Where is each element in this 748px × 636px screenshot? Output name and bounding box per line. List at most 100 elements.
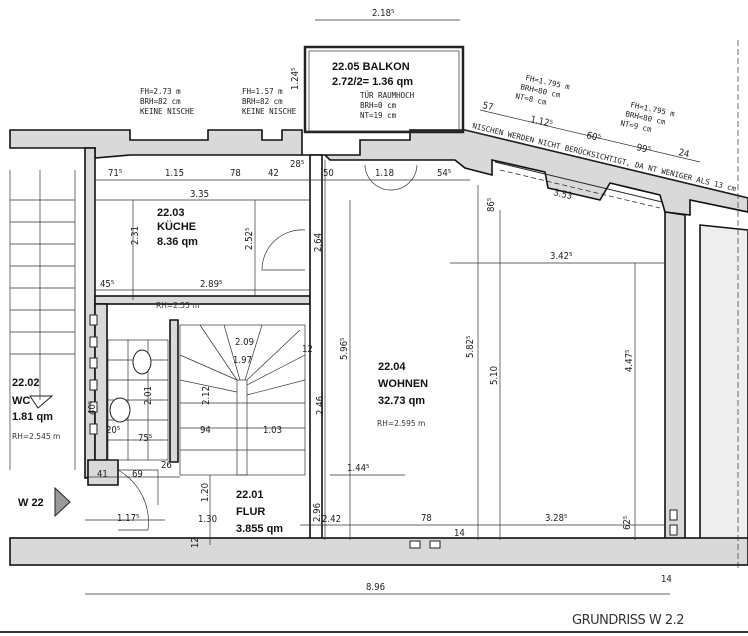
note-text: FH=2.73 m (140, 87, 181, 96)
dim-label: 12 (302, 344, 313, 355)
room-wc: 22.02 WC 1.81 qm RH=2.545 m (12, 377, 60, 441)
note-text: KEINE NISCHE (140, 107, 195, 116)
room-number: 22.02 (12, 377, 40, 389)
dim-label: 40⁵ (87, 400, 98, 415)
dim-label: 28⁵ (290, 159, 305, 170)
doors (117, 164, 418, 531)
dim-label: 1.12⁵ (529, 114, 554, 130)
room-balkon: 22.05 BALKON 2.72/2= 1.36 qm TÜR RAUMHOC… (332, 61, 415, 120)
dim-label: 75⁵ (138, 433, 153, 444)
dim-label: 78 (421, 513, 432, 524)
dim-label: 5.82⁵ (465, 335, 476, 358)
dim-label: 2.18⁵ (372, 8, 395, 19)
right-room-wall (699, 224, 748, 541)
room-height: RH=2.545 m (12, 432, 60, 441)
stair-wall (169, 319, 179, 463)
room-label: 22.05 BALKON (332, 61, 410, 73)
dim-label: 4.47⁵ (624, 349, 635, 372)
dim-label: 78 (230, 168, 241, 179)
right-wall (664, 211, 686, 541)
dim-label: 1.97 (233, 355, 252, 366)
dim-label: 8.96 (366, 582, 385, 593)
room-number: 22.04 (378, 361, 406, 373)
dim-label: 2.89⁵ (200, 279, 223, 290)
entrance-label: W 22 (18, 497, 44, 509)
entrance-arrow-icon (54, 486, 71, 518)
dim-label: 69 (132, 469, 143, 480)
dim-label: 2.42 (322, 514, 341, 525)
dimension-lines (85, 19, 701, 595)
room-area: 3.855 qm (236, 523, 283, 535)
dim-label: 26 (161, 460, 172, 471)
note-text: BRH=0 cm (360, 101, 397, 110)
dim-label: 2.46 (315, 396, 326, 415)
dim-label: 2.12 (201, 386, 212, 405)
balcony-outline (303, 45, 465, 134)
dim-label: 1.15 (165, 168, 184, 179)
dim-label: 2.96 (312, 503, 323, 522)
note-text: BRH=82 cm (242, 97, 283, 106)
room-area: 32.73 qm (378, 395, 425, 407)
room-name: KÜCHE (157, 220, 196, 233)
stairwell-left (9, 170, 76, 470)
shaft-boxes (89, 314, 678, 549)
dim-label: 24 (677, 147, 690, 160)
dim-label: 1.44⁵ (347, 463, 370, 474)
washbasin-icon (109, 397, 131, 423)
dim-label: 86⁵ (486, 197, 497, 212)
dim-label: 50 (323, 168, 334, 179)
dim-label: 2.09 (235, 337, 254, 348)
dim-label: 3.28⁵ (545, 513, 568, 524)
note-text: TÜR RAUMHOCH (360, 91, 415, 100)
dim-label: 1.20 (200, 483, 211, 502)
dimension-labels: 2.18⁵ 1.24⁵ 71⁵ 1.15 78 42 28⁵ 50 1.18 5… (87, 8, 690, 593)
room-height: RH=2.595 m (377, 419, 425, 428)
note-text: NT=19 cm (360, 111, 397, 120)
toilet-icon (132, 349, 152, 375)
triangle-marker-icon (29, 395, 54, 409)
note-text: KEINE NISCHE (242, 107, 297, 116)
room-number: 22.01 (236, 489, 264, 501)
dim-label: 1.17⁵ (117, 513, 140, 524)
dim-label: 2.52⁵ (244, 227, 255, 250)
slanted-windows (464, 129, 748, 209)
dim-label: 41 (97, 469, 108, 480)
kitchen-south-wall (94, 295, 311, 305)
dim-label: 1.24⁵ (290, 67, 301, 90)
dim-label: 1.03 (263, 425, 282, 436)
window-note-1: FH=2.73 m BRH=82 cm KEINE NISCHE (140, 87, 195, 116)
room-area: 1.81 qm (12, 411, 53, 423)
dim-label: 94 (200, 425, 211, 436)
drawing-title: GRUNDRISS W 2.2 (572, 613, 684, 628)
room-name: WC (12, 395, 30, 407)
dim-label: 2.64 (313, 233, 324, 252)
dim-label: 42 (268, 168, 279, 179)
room-flur: 22.01 FLUR 3.855 qm (236, 489, 283, 535)
dim-label: 60⁵ (585, 130, 602, 144)
room-area: 2.72/2= 1.36 qm (332, 76, 413, 88)
dim-label: 57 (481, 100, 494, 113)
staircase (179, 324, 306, 476)
walls (9, 129, 748, 566)
top-wall (9, 129, 748, 216)
room-wohnen: 22.04 WOHNEN 32.73 qm RH=2.595 m (377, 361, 428, 428)
room-name: FLUR (236, 506, 265, 518)
dim-label: 62⁵ (622, 515, 633, 530)
window-note-3: FH=1.795 m BRH=80 cm NT=8 cm (515, 73, 572, 107)
dim-label: 5.96⁵ (339, 337, 350, 360)
dim-label: 1.18 (375, 168, 394, 179)
dim-label: 14 (454, 528, 465, 539)
room-name: WOHNEN (378, 378, 428, 390)
dim-label: 14 (661, 574, 672, 585)
dim-label: 99⁵ (635, 142, 652, 156)
dim-label: 5.10 (489, 366, 500, 385)
dim-label: 3.42⁵ (550, 251, 573, 262)
bottom-wall (9, 537, 748, 566)
dim-label: 71⁵ (108, 168, 123, 179)
dim-label: 45⁵ (100, 279, 115, 290)
dim-label: 3.53 (552, 187, 573, 202)
note-text: BRH=82 cm (140, 97, 181, 106)
room-area: 8.36 qm (157, 236, 198, 248)
dim-label: 2.01 (143, 386, 154, 405)
dim-label: 3.35 (190, 189, 209, 200)
